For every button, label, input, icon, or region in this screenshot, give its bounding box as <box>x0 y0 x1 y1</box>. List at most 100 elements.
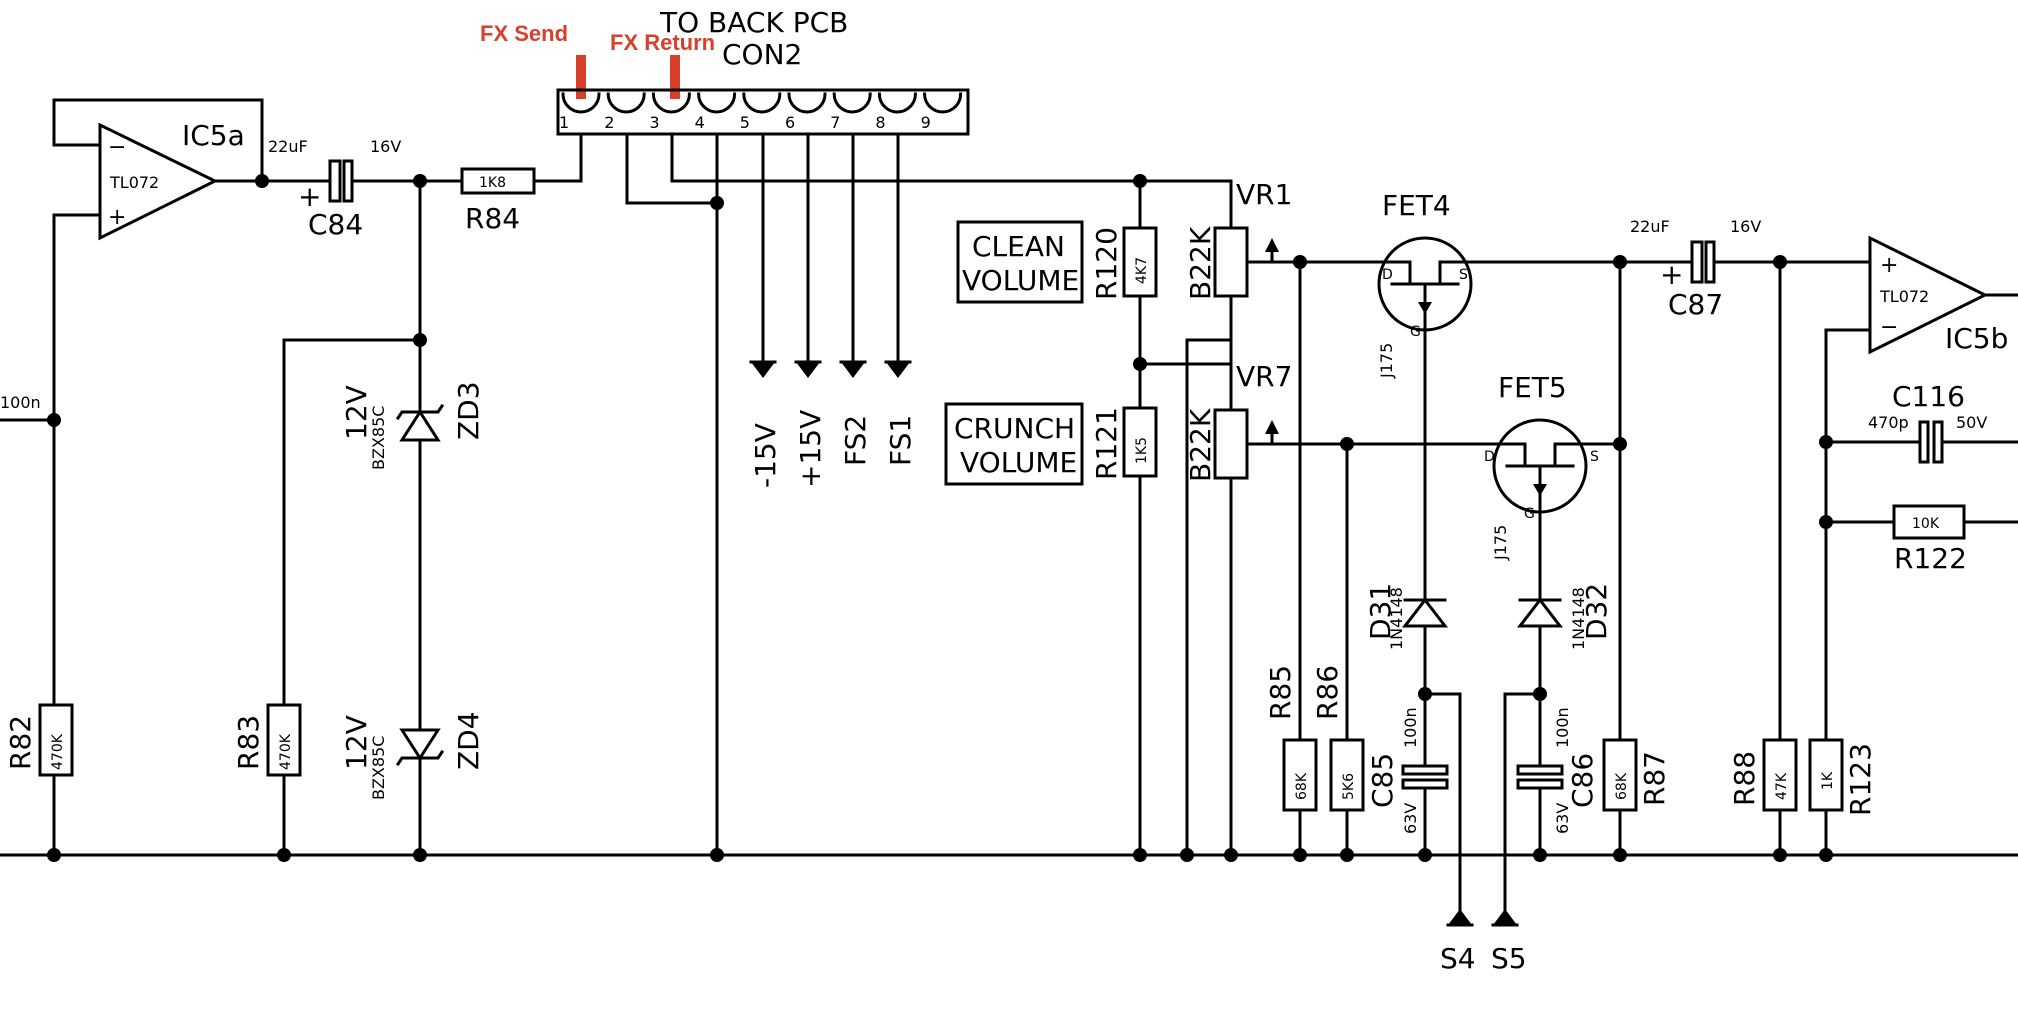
zd4-ref: ZD4 <box>452 711 485 770</box>
r88-value: 47K <box>1774 772 1790 800</box>
vr7-value: B22K <box>1184 408 1217 482</box>
ic5b-minus: − <box>1880 315 1898 340</box>
resistor-r82: 470K R82 <box>4 703 74 777</box>
d32-part: 1N4148 <box>1569 587 1588 650</box>
resistor-r123: 1K R123 <box>1808 738 1877 816</box>
fet5-ref: FET5 <box>1498 371 1567 404</box>
r84-ref: R84 <box>465 202 520 235</box>
c116-voltage: 50V <box>1956 413 1987 432</box>
c85-voltage: 63V <box>1401 803 1420 834</box>
junction-dot <box>1533 848 1547 862</box>
power-rail-arrow <box>886 362 910 378</box>
opamp-ic5a: IC5a TL072 − + <box>98 119 245 241</box>
ic5b-plus: + <box>1880 253 1898 278</box>
junction-dot <box>1224 848 1238 862</box>
r86-ref: R86 <box>1311 665 1344 720</box>
fx-return-annotation: FX Return <box>610 30 715 55</box>
s4-wire <box>1423 692 1462 927</box>
resistor-r88: 47K R88 <box>1728 738 1798 812</box>
power-rail-arrow <box>751 362 775 378</box>
junction-dot <box>1293 848 1307 862</box>
d31-part: 1N4148 <box>1387 587 1406 650</box>
fet5-s: S <box>1590 449 1599 465</box>
connector-pin-number: 8 <box>875 113 885 132</box>
junction-dot <box>1133 174 1147 188</box>
r84-value: 1K8 <box>479 175 506 191</box>
capacitor-c116: C116 470p 50V <box>1868 380 1987 464</box>
junction-dot <box>710 848 724 862</box>
opamp-ic5b-triangle <box>1868 235 1989 355</box>
pot-vr7: VR7 B22K <box>1184 360 1292 482</box>
junction-dot <box>1418 687 1432 701</box>
connector-pin-cup <box>832 92 872 114</box>
vr7-wiper-arrow <box>1265 420 1279 434</box>
connector-pin-cup <box>606 92 646 114</box>
c84-ref: C84 <box>308 208 363 241</box>
connector-pin-cup <box>877 92 917 114</box>
junction-dots <box>47 174 1833 862</box>
resistor-r84: 1K8 R84 <box>460 167 536 235</box>
capacitor-c84: 22uF 16V + C84 <box>268 137 401 241</box>
r87-ref: R87 <box>1638 751 1671 806</box>
r120-value: 4K7 <box>1134 257 1150 284</box>
clean-volume-line1: CLEAN <box>972 230 1065 263</box>
zd3-ref: ZD3 <box>452 381 485 440</box>
c116-ref: C116 <box>1892 380 1965 413</box>
clean-volume-label: CLEAN VOLUME <box>956 220 1084 304</box>
ic5a-plus-wire <box>52 213 102 857</box>
pin3-wire <box>670 132 1233 232</box>
connector-pin-number: 2 <box>604 113 614 132</box>
fx-return-marker <box>670 55 680 99</box>
c86-value: 100n <box>1553 707 1572 748</box>
r85-value: 68K <box>1294 772 1310 800</box>
power-rail-label: +15V <box>794 410 827 488</box>
connector-title: TO BACK PCB <box>659 6 848 39</box>
zd3-voltage: 12V <box>340 385 373 440</box>
r121-ref: R121 <box>1090 407 1123 480</box>
power-rail-label: FS1 <box>884 415 917 466</box>
connector-pin-cup <box>742 92 782 114</box>
fet4-part: J175 <box>1377 343 1396 379</box>
c84-value: 22uF <box>268 137 308 156</box>
connector-pin-cup <box>561 92 601 114</box>
r82-ref: R82 <box>4 715 37 770</box>
connector-pin-number: 3 <box>649 113 659 132</box>
junction-dot <box>1340 848 1354 862</box>
fet4-ref: FET4 <box>1382 189 1451 222</box>
junction-dot <box>710 196 724 210</box>
zener-zd4: 12V BZX85C ZD4 <box>340 711 485 800</box>
resistor-r87: 68K R87 <box>1602 738 1671 812</box>
resistor-r85: 68K R85 <box>1264 665 1318 812</box>
r123-value: 1K <box>1820 771 1836 790</box>
ic5a-ref: IC5a <box>182 119 245 152</box>
ic5a-part: TL072 <box>109 173 159 192</box>
r87-value: 68K <box>1614 772 1630 800</box>
fx-send-annotation: FX Send <box>480 21 568 46</box>
junction-dot <box>1133 357 1147 371</box>
junction-dot <box>413 848 427 862</box>
c87-polarity: + <box>1660 258 1683 291</box>
c87-ref: C87 <box>1668 288 1723 321</box>
r83-feed-wire <box>282 338 422 857</box>
junction-dot <box>1819 848 1833 862</box>
vr1-wiper-arrow <box>1265 238 1279 252</box>
junction-dot <box>1533 687 1547 701</box>
r122-value: 10K <box>1912 516 1940 532</box>
connector-pin-cup <box>923 92 963 114</box>
connector-pin-number: 5 <box>740 113 750 132</box>
fet5-part: J175 <box>1491 525 1510 561</box>
junction-dot <box>1613 848 1627 862</box>
r84-to-pin1-wire <box>532 132 583 183</box>
power-rail-arrow <box>841 362 865 378</box>
connector-pin-cup <box>787 92 827 114</box>
connector-pin-number: 1 <box>559 113 569 132</box>
r121-value: 1K5 <box>1134 437 1150 464</box>
d32-ref: D32 <box>1580 583 1613 640</box>
junction-dot <box>277 848 291 862</box>
crunch-volume-line1: CRUNCH <box>954 412 1075 445</box>
r123-ref: R123 <box>1844 743 1877 816</box>
fet4-s: S <box>1459 267 1468 283</box>
junction-dot <box>255 174 269 188</box>
resistor-r86: 5K6 R86 <box>1311 665 1365 812</box>
